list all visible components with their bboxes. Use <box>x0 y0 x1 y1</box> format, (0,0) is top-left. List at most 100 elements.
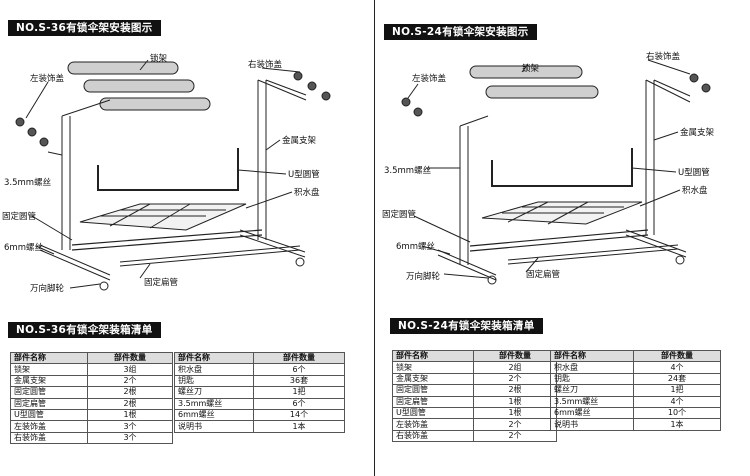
lock-rack-bar <box>67 61 211 111</box>
part-name: U型圆管 <box>10 408 88 422</box>
part-qty: 4个 <box>633 361 721 374</box>
s24-assembly-diagram: 锁架 左装饰盖 右装饰盖 金属支架 3.5mm螺丝 U型圆管 积水盘 固定圆管 … <box>378 40 750 300</box>
part-qty: 6个 <box>253 363 345 376</box>
s24-panel: NO.S-24有锁伞架安装图示 <box>378 0 750 476</box>
part-name: 固定圆管 <box>392 384 474 397</box>
s24-caster-label: 万向脚轮 <box>406 272 441 282</box>
s24-fixed-tube-label: 固定圆管 <box>382 210 417 220</box>
part-name: 金属支架 <box>10 374 88 388</box>
panel-divider <box>374 0 375 476</box>
s24-flat-tube-label: 固定扁管 <box>526 270 561 280</box>
part-qty: 1根 <box>473 406 557 420</box>
s36-panel: NO.S-36有锁伞架安装图示 <box>0 0 372 476</box>
part-qty: 2个 <box>473 372 557 386</box>
part-name: 6mm螺丝 <box>550 406 634 420</box>
part-qty: 2根 <box>473 384 557 397</box>
s36-fixed-tube-label: 固定圆管 <box>2 212 37 222</box>
s36-screw6-label: 6mm螺丝 <box>4 243 43 253</box>
s24-pack-title: NO.S-24有锁伞架装箱清单 <box>390 318 543 334</box>
part-name: 6mm螺丝 <box>174 408 254 422</box>
s24-left-cap-label: 左装饰盖 <box>412 74 447 84</box>
part-qty: 3组 <box>87 363 173 376</box>
part-name: 左装饰盖 <box>392 418 474 431</box>
part-qty: 1本 <box>633 418 721 431</box>
part-name: 3.5mm螺丝 <box>550 395 634 408</box>
part-qty: 2根 <box>87 386 173 399</box>
part-name: 积水盘 <box>174 363 254 376</box>
s36-lock-rack-label: 锁架 <box>150 54 168 64</box>
s36-assembly-diagram: 锁架 左装饰盖 右装饰盖 金属支架 3.5mm螺丝 U型圆管 积水盘 固定圆管 … <box>0 40 372 300</box>
s36-left-cap-label: 左装饰盖 <box>30 74 65 84</box>
table-header-qty: 部件数量 <box>253 351 345 365</box>
table-header-name: 部件名称 <box>10 351 88 365</box>
table-header-qty: 部件数量 <box>473 349 557 363</box>
s36-u-tube-label: U型圆管 <box>288 170 320 180</box>
s36-flat-tube-label: 固定扁管 <box>144 278 179 288</box>
part-qty: 2个 <box>473 418 557 431</box>
s36-caster-label: 万向脚轮 <box>30 284 65 294</box>
part-name: 锁架 <box>392 361 474 374</box>
part-qty: 6个 <box>253 397 345 410</box>
part-name: 钥匙 <box>550 372 634 386</box>
part-qty: 1根 <box>473 395 557 408</box>
part-qty: 3个 <box>87 420 173 433</box>
s24-screw35-label: 3.5mm螺丝 <box>384 166 432 176</box>
part-qty: 14个 <box>253 408 345 422</box>
part-name: 钥匙 <box>174 374 254 388</box>
part-qty: 2根 <box>87 397 173 410</box>
part-qty: 1本 <box>253 420 345 433</box>
part-name: 固定扁管 <box>10 397 88 410</box>
s24-install-title: NO.S-24有锁伞架安装图示 <box>384 24 537 40</box>
part-qty: 1根 <box>87 408 173 422</box>
part-qty: 1把 <box>633 384 721 397</box>
part-name: 左装饰盖 <box>10 420 88 433</box>
s24-u-tube-label: U型圆管 <box>678 168 710 178</box>
part-qty: 4个 <box>633 395 721 408</box>
s36-right-cap-label: 右装饰盖 <box>248 60 283 70</box>
part-qty: 3个 <box>87 431 173 445</box>
s36-install-title: NO.S-36有锁伞架安装图示 <box>8 20 161 36</box>
s24-right-cap-label: 右装饰盖 <box>646 52 681 62</box>
part-name: 右装饰盖 <box>10 431 88 445</box>
table-header-qty: 部件数量 <box>87 351 173 365</box>
part-name: 螺丝刀 <box>550 384 634 397</box>
s36-screw35-label: 3.5mm螺丝 <box>4 178 52 188</box>
part-name: 固定圆管 <box>10 386 88 399</box>
part-name: 固定扁管 <box>392 395 474 408</box>
part-name: 右装饰盖 <box>392 429 474 443</box>
part-name: 说明书 <box>174 420 254 433</box>
part-qty: 2个 <box>473 429 557 443</box>
table-header-qty: 部件数量 <box>633 349 721 363</box>
s24-lock-rack-label: 锁架 <box>522 64 540 74</box>
part-qty: 2组 <box>473 361 557 374</box>
part-name: 锁架 <box>10 363 88 376</box>
s24-drip-tray-label: 积水盘 <box>682 186 708 196</box>
s24-screw6-label: 6mm螺丝 <box>396 242 435 252</box>
part-qty: 24套 <box>633 372 721 386</box>
